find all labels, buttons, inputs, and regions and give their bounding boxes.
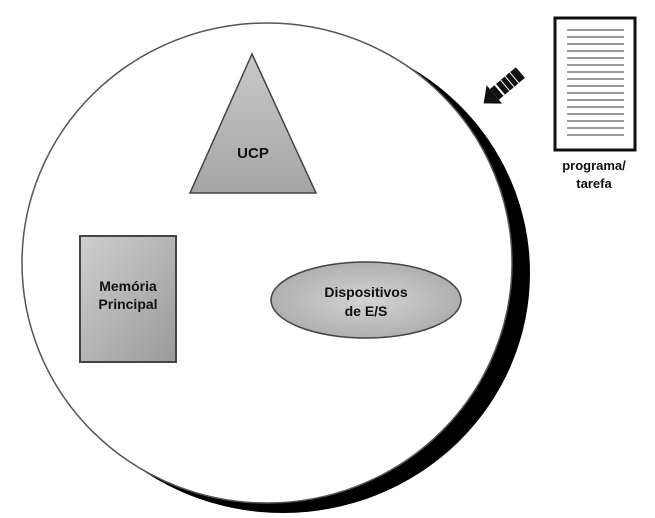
document-icon (553, 16, 637, 152)
cpu-triangle: UCP (188, 52, 318, 194)
program-label-line1: programa/ (562, 158, 626, 173)
pencil-arrow-icon (483, 67, 525, 104)
cpu-label: UCP (237, 145, 269, 162)
main-memory-box: Memória Principal (79, 235, 177, 363)
memory-label-line2: Principal (98, 296, 157, 312)
devices-label-line1: Dispositivos (324, 284, 407, 300)
io-devices-ellipse: Dispositivos de E/S (270, 261, 462, 339)
computer-system-circle (21, 22, 530, 513)
devices-label-line2: de E/S (345, 303, 388, 319)
program-label-line2: tarefa (576, 176, 612, 191)
memory-label-line1: Memória (99, 278, 157, 294)
circle-body (21, 22, 513, 504)
